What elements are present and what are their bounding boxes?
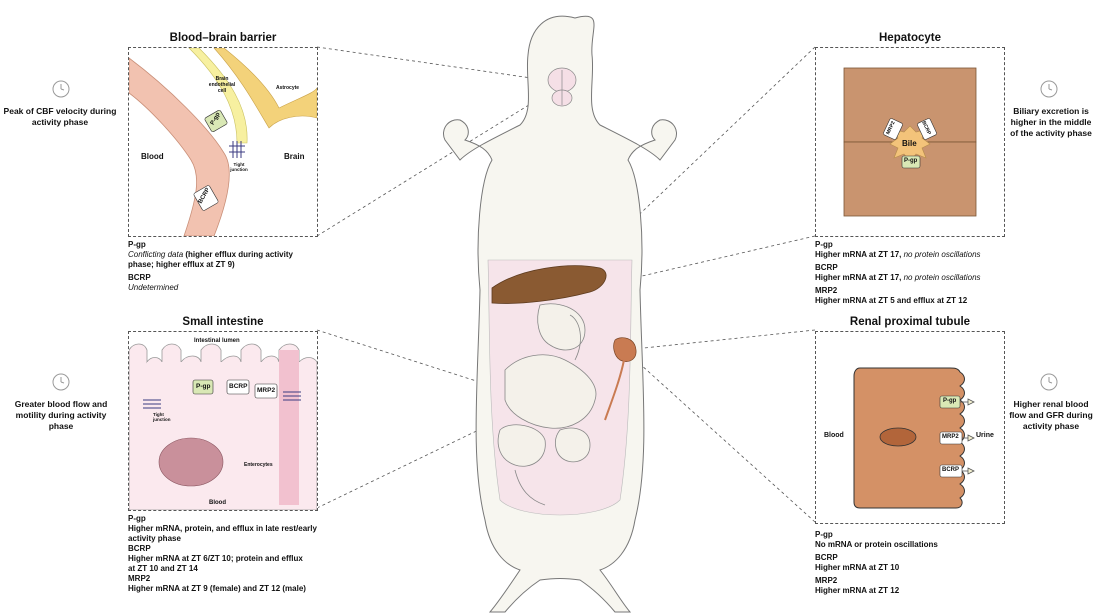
renal-clock-text: Higher renal blood flow and GFR during a… — [1006, 399, 1096, 432]
renal-title: Renal proximal tubule — [815, 316, 1005, 328]
bbb-astrocyte-label: Astrocyte — [276, 85, 299, 91]
renal-notes: P-gp No mRNA or protein oscillations BCR… — [815, 530, 1015, 596]
clock-icon — [52, 80, 70, 98]
renal-bcrp-label: BCRP — [942, 467, 959, 473]
bbb-brain-label: Brain — [284, 152, 304, 161]
hepatocyte-pgp-label: P-gp — [904, 158, 917, 164]
intestine-tight-label: Tight junction — [153, 412, 177, 422]
hepatocyte-mrp2-head: MRP2 — [815, 286, 1015, 296]
clock-icon — [1040, 373, 1058, 391]
intestine-pgp-label: P-gp — [196, 383, 210, 390]
renal-pgp-head: P-gp — [815, 530, 1015, 540]
intestine-pgp-l2: activity phase — [128, 534, 348, 544]
bbb-pgp-head: P-gp — [128, 240, 328, 250]
renal-panel: Blood Urine P-gp MRP2 BCRP — [815, 331, 1005, 524]
hepatocyte-panel: Bile MRP2 BCRP P-gp — [815, 47, 1005, 237]
bbb-bcrp-head: BCRP — [128, 273, 328, 283]
renal-urine-label: Urine — [976, 432, 994, 439]
intestine-pgp-l1: Higher mRNA, protein, and efflux in late… — [128, 524, 348, 534]
clock-icon — [1040, 80, 1058, 98]
intestine-title: Small intestine — [128, 316, 318, 328]
bbb-bcrp-line: Undetermined — [128, 283, 178, 292]
bbb-title: Blood–brain barrier — [128, 32, 318, 44]
hepatocyte-pgp-italic: no protein oscillations — [904, 250, 981, 259]
renal-mrp2-head: MRP2 — [815, 576, 1015, 586]
intestine-bcrp-head: BCRP — [128, 544, 348, 554]
hepatocyte-bcrp-head: BCRP — [815, 263, 1015, 273]
intestine-bcrp-l2: at ZT 10 and ZT 14 — [128, 564, 348, 574]
hepatocyte-pgp-head: P-gp — [815, 240, 1015, 250]
hepatocyte-bcrp-italic: no protein oscillations — [904, 273, 981, 282]
renal-blood-label: Blood — [824, 432, 844, 439]
bbb-notes: P-gp Conflicting data (higher efflux dur… — [128, 240, 328, 293]
clock-icon — [52, 373, 70, 391]
intestine-mrp2-label: MRP2 — [257, 387, 275, 394]
bbb-panel: Brain endothelial cell Astrocyte Blood B… — [128, 47, 318, 237]
intestine-pgp-head: P-gp — [128, 514, 348, 524]
bbb-clock-text: Peak of CBF velocity during activity pha… — [2, 106, 118, 128]
renal-mrp2-line: Higher mRNA at ZT 12 — [815, 586, 1015, 596]
bbb-endothelial-label: Brain endothelial cell — [207, 76, 237, 94]
intestine-bcrp-l1: Higher mRNA at ZT 6/ZT 10; protein and e… — [128, 554, 348, 564]
intestine-blood-label: Blood — [209, 500, 226, 506]
intestine-panel: Intestinal lumen P-gp BCRP MRP2 Tight ju… — [128, 331, 318, 511]
bbb-tight-label: Tight junction — [227, 162, 251, 172]
renal-pgp-label: P-gp — [943, 398, 956, 404]
hepatocyte-notes: P-gp Higher mRNA at ZT 17, no protein os… — [815, 240, 1015, 306]
intestine-notes: P-gp Higher mRNA, protein, and efflux in… — [128, 514, 348, 594]
bbb-pgp-line1-bold: (higher efflux during activity — [183, 250, 293, 259]
bbb-blood-label: Blood — [141, 152, 164, 161]
intestine-lumen-label: Intestinal lumen — [194, 338, 240, 344]
renal-diagram — [816, 332, 1004, 523]
hepatocyte-clock-text: Biliary excretion is higher in the middl… — [1006, 106, 1096, 139]
hepatocyte-pgp-bold: Higher mRNA at ZT 17, — [815, 250, 904, 259]
hepatocyte-mrp2-line: Higher mRNA at ZT 5 and efflux at ZT 12 — [815, 296, 1015, 306]
hepatocyte-title: Hepatocyte — [815, 32, 1005, 44]
intestine-clock-text: Greater blood flow and motility during a… — [10, 399, 112, 432]
renal-pgp-line: No mRNA or protein oscillations — [815, 540, 1015, 550]
hepatocyte-bile-label: Bile — [902, 139, 917, 148]
renal-mrp2-label: MRP2 — [942, 434, 959, 440]
brain — [548, 68, 576, 106]
renal-bcrp-head: BCRP — [815, 553, 1015, 563]
bbb-pgp-line1-italic: Conflicting data — [128, 250, 183, 259]
intestine-mrp2-l1: Higher mRNA at ZT 9 (female) and ZT 12 (… — [128, 584, 348, 594]
bbb-pgp-line2: phase; higher efflux at ZT 9) — [128, 260, 328, 270]
intestine-bcrp-label: BCRP — [229, 383, 247, 390]
hepatocyte-bcrp-bold: Higher mRNA at ZT 17, — [815, 273, 904, 282]
renal-bcrp-line: Higher mRNA at ZT 10 — [815, 563, 1015, 573]
intestine-mrp2-head: MRP2 — [128, 574, 348, 584]
intestine-enterocytes-label: Enterocytes — [244, 462, 273, 468]
